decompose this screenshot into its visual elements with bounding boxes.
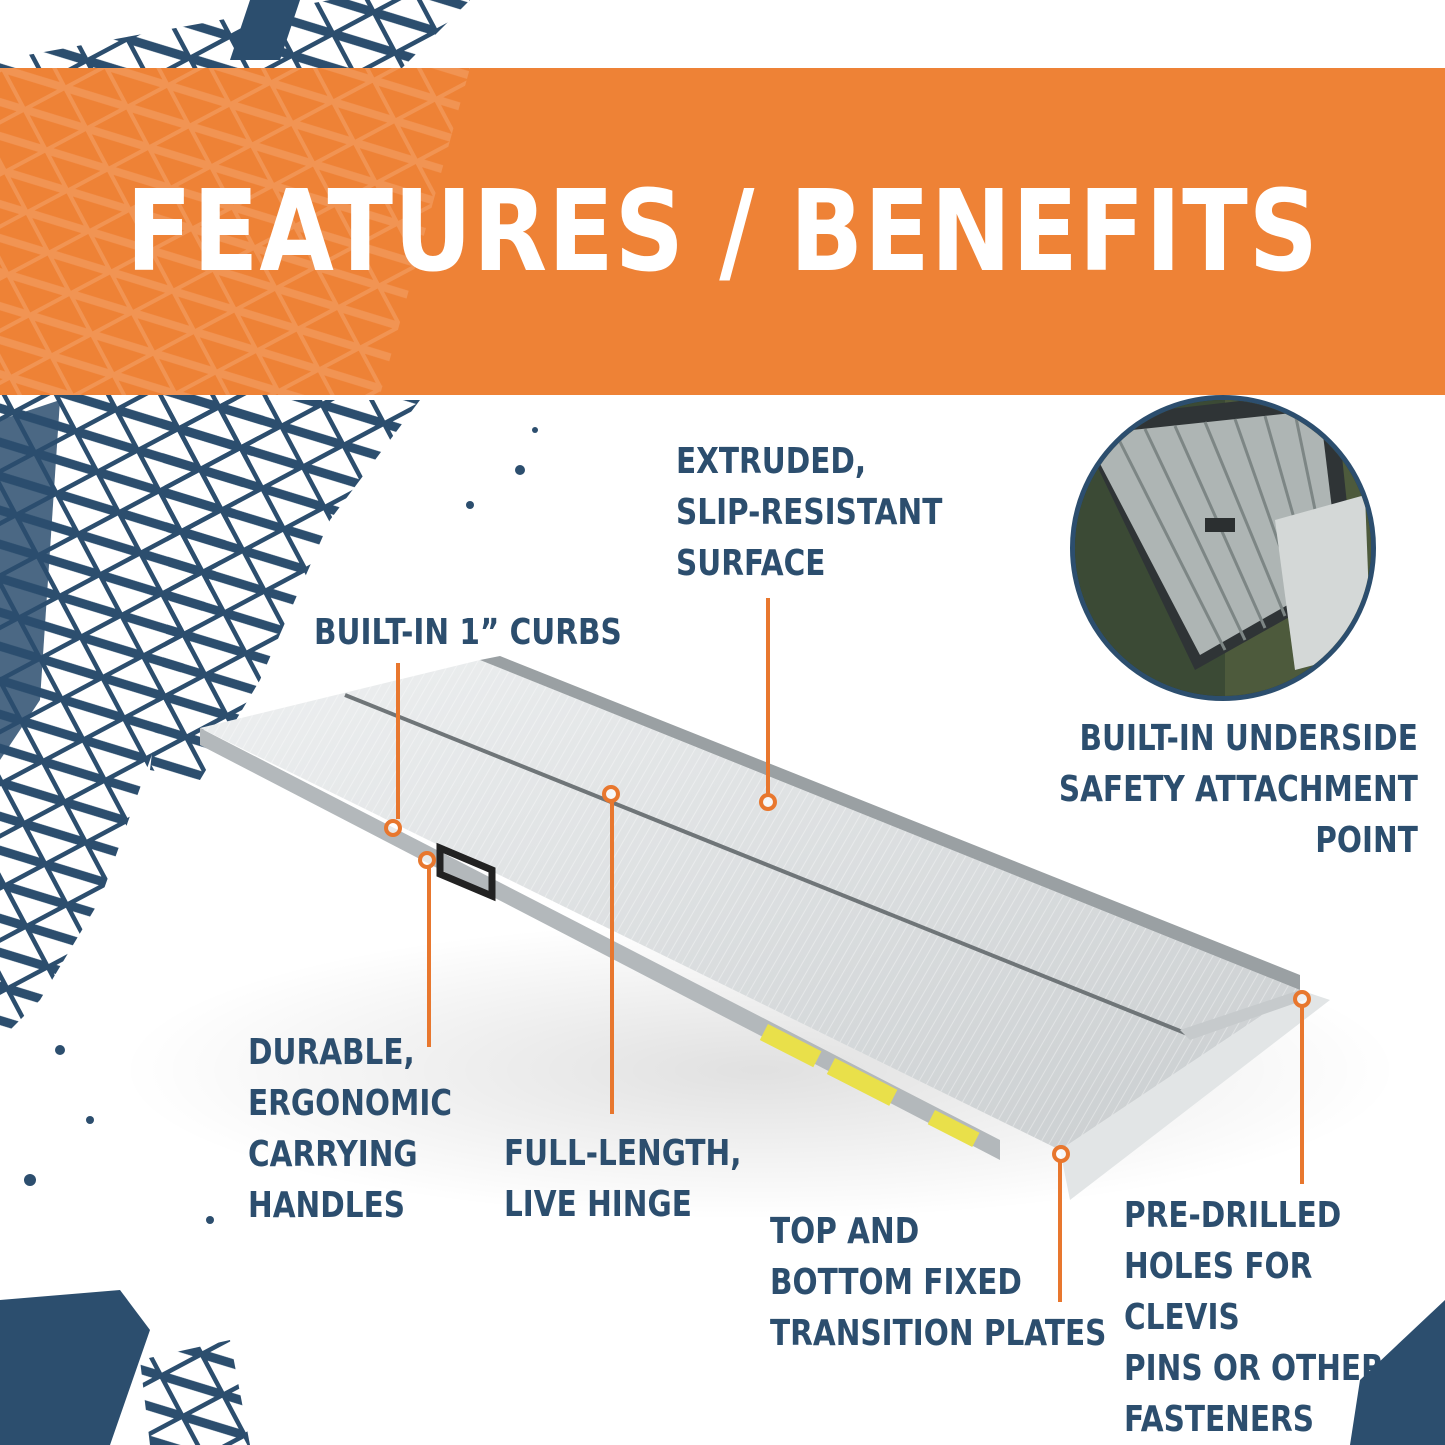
feature-label-underside: BUILT-IN UNDERSIDE SAFETY ATTACHMENT POI… — [1058, 718, 1418, 861]
leader-hinge — [610, 802, 614, 1114]
callout-dot-plates — [1052, 1145, 1070, 1163]
title-banner: FEATURES / BENEFITS — [0, 68, 1445, 395]
leader-holes — [1300, 1006, 1304, 1184]
leader-plates — [1058, 1162, 1062, 1302]
feature-label-surface: EXTRUDED, SLIP-RESISTANT SURFACE — [676, 441, 943, 584]
page-title: FEATURES / BENEFITS — [126, 166, 1319, 297]
leader-curbs — [396, 663, 400, 819]
feature-label-holes: PRE-DRILLED HOLES FOR CLEVIS PINS OR OTH… — [1124, 1195, 1384, 1440]
callout-dot-holes — [1293, 990, 1311, 1008]
feature-label-plates: TOP AND BOTTOM FIXED TRANSITION PLATES — [770, 1211, 1107, 1354]
handle-icon — [436, 842, 496, 902]
callout-dot-curbs — [384, 819, 402, 837]
feature-label-hinge: FULL-LENGTH, LIVE HINGE — [504, 1133, 742, 1225]
feature-label-handles: DURABLE, ERGONOMIC CARRYING HANDLES — [248, 1032, 453, 1226]
callout-dot-surface — [759, 793, 777, 811]
ramp-surface-closeup-icon — [1075, 400, 1371, 696]
banner-texture — [0, 68, 470, 395]
callout-dot-hinge — [602, 785, 620, 803]
leader-surface — [766, 598, 770, 794]
surface-closeup-inset — [1070, 395, 1376, 701]
leader-handles — [427, 867, 431, 1047]
callout-dot-handles — [418, 851, 436, 869]
feature-label-curbs: BUILT-IN 1” CURBS — [314, 612, 622, 653]
